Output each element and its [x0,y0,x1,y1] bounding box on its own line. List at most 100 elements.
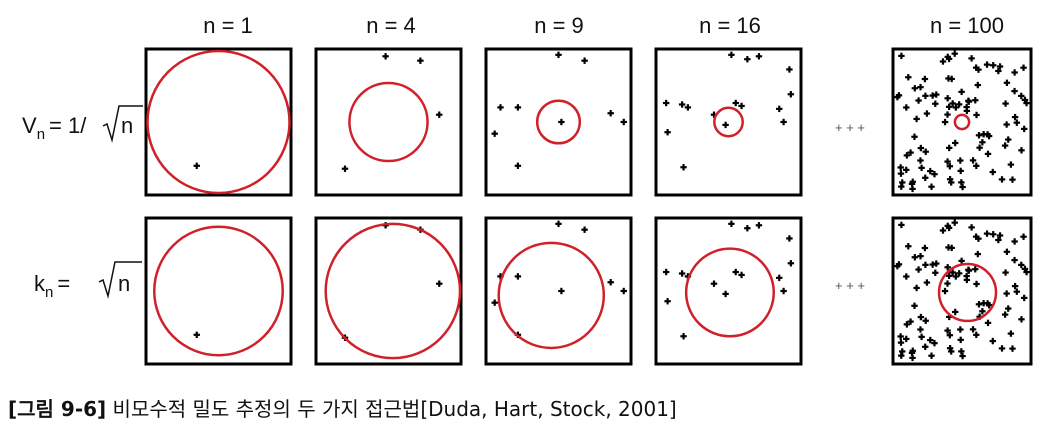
sample-point [581,57,588,64]
sample-point [776,105,783,113]
sample-point [918,164,925,172]
sample-point [915,97,922,104]
sample-point [965,97,972,104]
window-circle [713,106,744,138]
sample-point [903,152,911,159]
sample-point [917,157,924,164]
col-header-n4: n = 4 [366,13,416,38]
sample-point [1011,256,1018,264]
sample-point [979,308,986,315]
sample-point [990,62,997,69]
sample-point [948,75,955,83]
sample-point [1011,113,1019,121]
panel-k-n4 [314,216,463,366]
sample-point [952,273,960,280]
sample-point [607,110,614,117]
caption-citation: [Duda, Hart, Stock, 2001] [420,397,677,421]
sample-point [417,57,424,64]
sample-point [921,244,929,252]
sample-point [968,224,975,231]
row2-subscript: n [45,284,53,301]
sample-point [945,272,953,280]
col-header-n1: n = 1 [203,13,253,38]
sample-point [1018,316,1025,323]
sample-point [1003,79,1011,87]
sample-point [922,343,929,350]
panels-k-nearest [144,216,1033,366]
sample-point [973,162,980,170]
sample-point [1013,119,1021,126]
sample-point [908,180,916,188]
sample-point [917,326,924,333]
panel-frame [891,216,1033,366]
window-circle [348,81,429,163]
sample-point [958,257,965,265]
sample-point [1003,290,1010,297]
row2-equals: = [57,271,70,296]
sample-point [684,104,692,111]
sample-point [979,139,986,146]
sample-point [965,266,972,273]
row2-radical-sign [98,261,142,299]
sample-point [911,85,919,92]
sample-point [728,220,735,228]
sample-point [928,183,935,190]
sample-point [963,107,971,115]
sample-point [514,104,522,111]
row2-radicand: n [118,271,130,296]
sample-point [786,66,793,73]
sample-point [382,53,389,60]
sample-point [903,104,910,111]
sample-point [995,67,1002,75]
sample-point [946,144,953,152]
sample-point [989,337,996,345]
window-circle [535,99,582,145]
panel-volume-n9 [484,47,633,197]
sample-point [917,83,924,91]
sample-point [944,222,951,230]
sample-point [969,326,977,333]
sample-point [957,326,964,333]
sample-point [922,92,929,100]
sample-point [931,339,938,347]
sample-point [1011,282,1019,290]
sample-point [948,348,955,355]
sample-point [984,319,992,327]
sample-point [732,99,739,107]
sample-point [905,74,912,81]
sample-point [491,130,498,137]
panel-frame [654,216,803,366]
sample-point [973,111,980,119]
sample-point [974,250,982,258]
sample-point [915,266,922,273]
sample-point [1001,311,1009,318]
sample-point [957,336,964,344]
sample-point [995,236,1002,244]
svg-text:kn=: kn= [34,271,70,301]
sample-point [952,139,959,147]
sample-point [755,53,763,60]
sample-point [958,348,965,355]
sample-point [948,244,955,252]
sample-point [944,327,951,334]
sample-point [1021,96,1029,104]
panel-frame [654,47,803,197]
sample-point [903,335,910,343]
sample-point [780,118,787,126]
sample-point [955,270,963,277]
window-circle [497,241,606,350]
sample-point [908,349,916,357]
sample-point [952,104,960,111]
sample-point [959,183,966,191]
panel-volume-n16 [654,47,803,197]
sample-point [998,176,1006,183]
sample-point [963,276,971,284]
sample-point [1001,142,1009,149]
window-circle [146,49,291,195]
sample-point [923,110,931,117]
sample-point [1002,269,1009,276]
panel-frame [314,216,463,366]
sample-point [662,99,670,107]
col-header-n9: n = 9 [534,13,584,38]
sample-point [983,230,991,237]
